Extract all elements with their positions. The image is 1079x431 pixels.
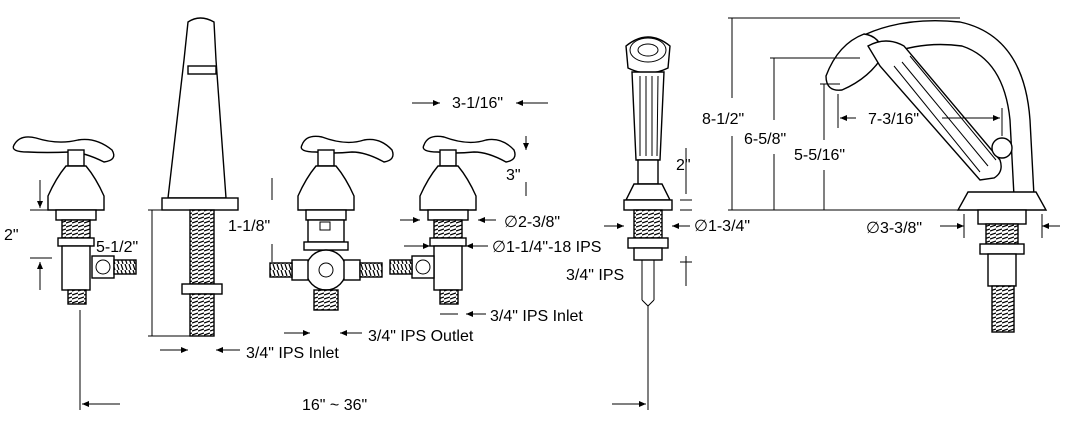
center-handle-hub [317, 149, 335, 167]
center-valve-left-nut [291, 259, 309, 281]
label-spout-height: 5-1/2" [96, 239, 138, 256]
left-valve-body [61, 245, 91, 291]
side-view-shank [985, 223, 1019, 245]
side-view-arch [856, 20, 1035, 197]
spout-bottom-thread [189, 293, 215, 337]
left-valve-nut [55, 209, 97, 221]
handshower-neck [637, 159, 659, 185]
right-valve-body [433, 245, 463, 291]
center-valve-right-nut [343, 259, 361, 281]
right-valve [389, 135, 516, 305]
label-spread-range: 16" ~ 36" [302, 397, 367, 414]
label-handshower-ips: 3/4" IPS [566, 267, 624, 284]
center-valve-nut [305, 209, 347, 221]
label-mid-height: 6-5/8" [744, 131, 786, 148]
label-shank-thread: ∅1-1/4"-18 IPS [492, 239, 601, 256]
left-valve-bottom-thread [67, 289, 87, 305]
center-valve [269, 135, 394, 311]
right-valve-collar [429, 237, 467, 247]
right-valve-cone [419, 165, 477, 211]
label-base-diameter: ∅2-3/8" [504, 214, 560, 231]
dimension-lines [30, 17, 1060, 410]
right-valve-bottom-thread [439, 289, 459, 305]
left-handle-hub [67, 149, 85, 167]
label-valve-height: 2" [4, 227, 19, 244]
center-valve-left-hose [269, 262, 293, 278]
right-valve-side-hose [389, 259, 413, 275]
label-handshower-height: 2" [676, 157, 691, 174]
center-diverter-block [307, 219, 345, 243]
center-valve-collar [303, 241, 349, 251]
handshower-base [623, 199, 673, 211]
center-handle-lever [300, 135, 394, 163]
left-handle-lever [12, 136, 115, 163]
side-view-body [987, 253, 1017, 287]
center-valve-hub-body [305, 249, 347, 291]
right-valve-shank [433, 219, 463, 239]
handshower-shank [633, 209, 663, 239]
label-handle-spread: 3-1/16" [452, 95, 503, 112]
label-spray-height: 5-5/16" [794, 147, 845, 164]
handshower [623, 36, 673, 307]
side-view-valve [991, 137, 1013, 159]
spout-base [161, 197, 239, 211]
right-handle-hub [439, 149, 457, 167]
left-valve-side-hose [113, 259, 137, 275]
spout-body [167, 17, 227, 199]
spout-nut [181, 283, 223, 295]
handshower-side-view [825, 20, 1048, 333]
handshower-head [625, 36, 671, 74]
label-handshower-base: ∅1-3/4" [694, 218, 750, 235]
label-spout-inlet: 3/4" IPS Inlet [246, 345, 339, 362]
dimension-labels: 2" 5-1/2" 1-1/8" 3-1/16" 3" ∅2-3/8" ∅1-1… [4, 95, 922, 414]
center-valve-cone [297, 165, 355, 211]
spout-shank [189, 209, 215, 285]
side-view-cone [956, 191, 1048, 211]
spout-aerator [187, 65, 217, 75]
handshower-handle [631, 71, 665, 161]
label-valve-inlet: 3/4" IPS Inlet [490, 308, 583, 325]
left-valve [12, 136, 137, 305]
label-total-height: 8-1/2" [702, 111, 744, 128]
label-reach: 7-3/16" [868, 111, 919, 128]
spout [161, 17, 239, 337]
label-holder-base: ∅3-3/8" [866, 220, 922, 237]
side-view-bottom-thread [991, 285, 1015, 333]
side-view-nut [979, 243, 1025, 255]
handshower-nut [627, 237, 669, 249]
right-handle-lever [422, 135, 516, 163]
left-valve-cone [47, 165, 105, 211]
right-valve-side-nut [411, 255, 435, 279]
label-diverter-block: 1-1/8" [228, 218, 270, 235]
left-valve-shank [61, 219, 91, 239]
label-handle-height: 3" [506, 167, 521, 184]
left-valve-side-nut [91, 255, 115, 279]
label-diverter-outlet: 3/4" IPS Outlet [368, 328, 474, 345]
left-valve-collar [57, 237, 95, 247]
center-valve-outlet [313, 289, 339, 311]
center-valve-right-hose [359, 262, 383, 278]
handshower-holder [624, 183, 672, 201]
right-valve-nut [427, 209, 469, 221]
side-view-base-ring [977, 209, 1027, 225]
